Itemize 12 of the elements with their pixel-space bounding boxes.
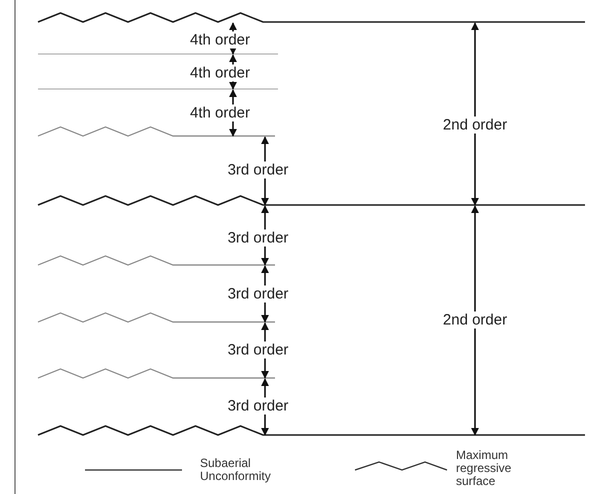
order-label: 3rd order — [226, 286, 290, 302]
order-label: 4th order — [188, 104, 252, 122]
order-label: 3rd order — [226, 230, 290, 246]
order-label: 3rd order — [226, 342, 290, 358]
legend-label: Maximum regressive surface — [456, 449, 512, 488]
order-label: 4th order — [188, 64, 252, 82]
order-label: 4th order — [188, 32, 252, 48]
order-label: 3rd order — [226, 398, 290, 414]
legend-label: Subaerial Unconformity — [200, 457, 272, 483]
order-label: 2nd order — [442, 116, 508, 134]
order-label: 2nd order — [442, 312, 508, 328]
order-label: 3rd order — [226, 162, 290, 178]
